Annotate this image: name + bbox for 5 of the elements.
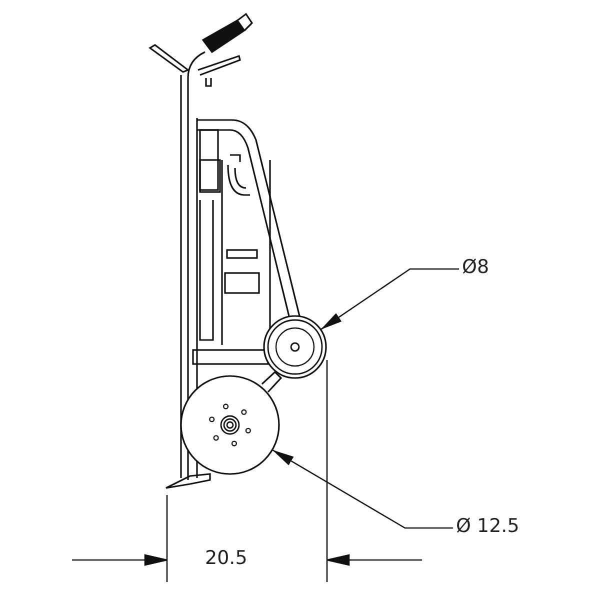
dimension-value: 20.5 [205, 549, 248, 568]
diameter-label: Ø 12.5 [456, 517, 520, 536]
leader-line [272, 449, 453, 529]
leader-line [320, 268, 459, 330]
diameter-label: Ø8 [462, 258, 490, 277]
